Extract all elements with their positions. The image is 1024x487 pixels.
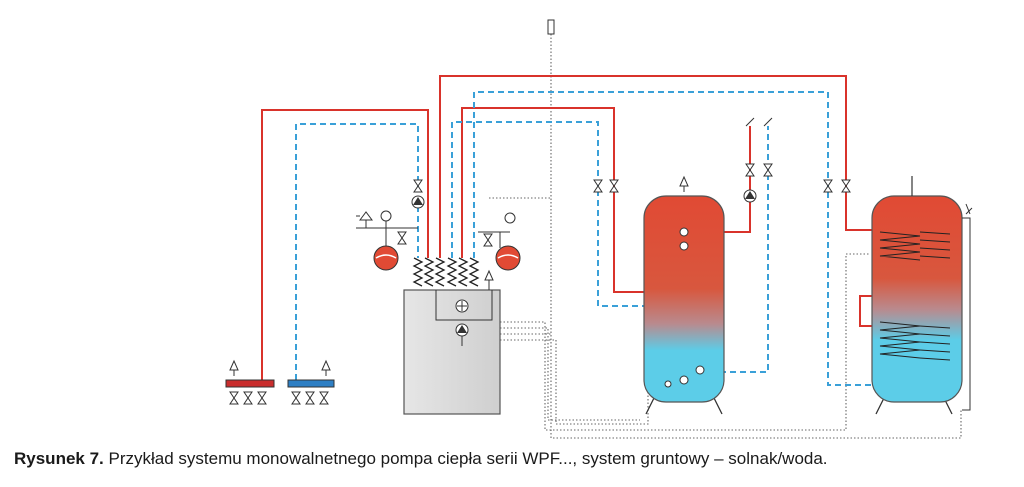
figure-caption: Rysunek 7. Przykład systemu monowalnetne… xyxy=(14,449,1014,469)
pressure-gauge-icon xyxy=(380,210,392,222)
flexible-hose-icon xyxy=(412,257,480,287)
expansion-vessel-icon xyxy=(495,245,521,271)
dhw-tank xyxy=(871,176,973,415)
caption-label: Rysunek 7. xyxy=(14,449,104,468)
sensor-wiring xyxy=(489,34,962,439)
heat-pump-unit xyxy=(403,270,501,415)
outdoor-sensor xyxy=(547,19,555,35)
air-vent-icon xyxy=(484,270,494,287)
expansion-vessel-left xyxy=(356,210,418,271)
expansion-vessel-right xyxy=(478,212,521,271)
manifold-hot xyxy=(225,360,275,405)
circuit-valves xyxy=(593,117,851,203)
cold-pipes xyxy=(295,91,872,386)
pressure-gauge-icon xyxy=(504,212,516,224)
buffer-tank xyxy=(643,176,725,415)
safety-valve-icon xyxy=(359,211,373,221)
left-return-components xyxy=(411,179,425,209)
manifold-cold xyxy=(287,360,335,405)
thermometer-icon xyxy=(664,380,672,388)
valve-icon xyxy=(483,233,493,247)
valve-icon xyxy=(397,231,407,245)
expansion-vessel-icon xyxy=(373,245,399,271)
caption-text: Przykład systemu monowalnetnego pompa ci… xyxy=(103,449,828,468)
